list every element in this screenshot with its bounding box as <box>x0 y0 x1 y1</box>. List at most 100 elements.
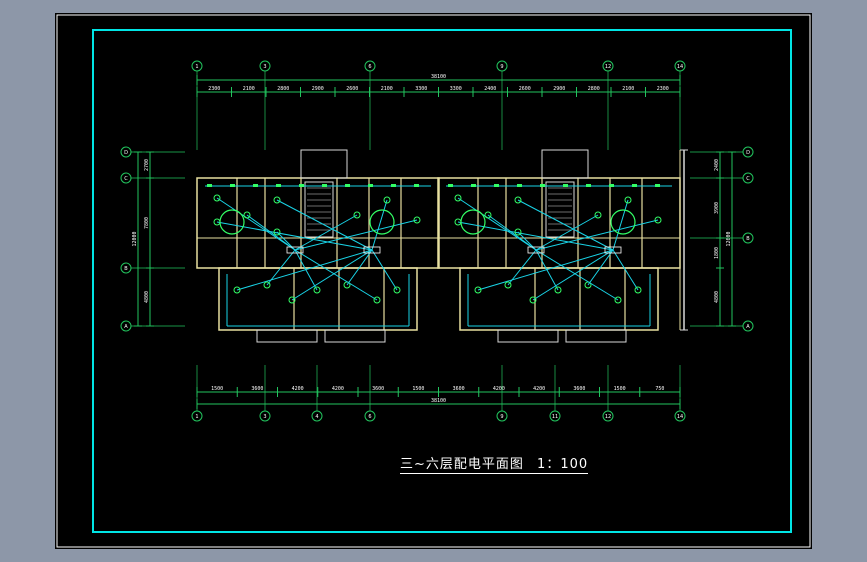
light-fixture <box>373 296 381 304</box>
right-axis-D: D <box>742 146 754 158</box>
dim-label: 1500 <box>412 386 424 392</box>
dim-label: 3600 <box>453 386 465 392</box>
axis-circle <box>191 60 203 72</box>
circuit-run <box>371 199 388 251</box>
light-fixture <box>454 194 462 202</box>
top-axis-9: 9 <box>496 60 508 72</box>
dim-label: 2900 <box>312 86 324 92</box>
circuit-run <box>612 199 629 251</box>
dim-label: 2900 <box>553 86 565 92</box>
dim-label: 2600 <box>519 86 531 92</box>
distribution-panel <box>604 246 622 254</box>
socket-mark <box>230 184 235 187</box>
axis-circle <box>120 172 132 184</box>
axis-circle <box>742 320 754 332</box>
dim-label: 3900 <box>714 202 720 214</box>
circuit-run <box>517 199 614 251</box>
dim-label: 3600 <box>573 386 585 392</box>
axis-label: B <box>124 266 128 272</box>
unit-2-stair-bay <box>541 149 589 179</box>
right-axis-A: A <box>742 320 754 332</box>
light-fixture <box>634 286 642 294</box>
circuit-run <box>346 249 373 286</box>
dim-label: 2100 <box>381 86 393 92</box>
dim-label: 4200 <box>493 386 505 392</box>
unit-1-stair <box>304 181 334 238</box>
right-axis-B: B <box>742 232 754 244</box>
axis-circle <box>742 232 754 244</box>
axis-circle <box>602 60 614 72</box>
circuit-run <box>457 197 537 251</box>
socket-mark <box>322 184 327 187</box>
dim-label: 2100 <box>622 86 634 92</box>
socket-mark <box>471 184 476 187</box>
light-fixture <box>504 281 512 289</box>
left-axis-A: A <box>120 320 132 332</box>
axis-label: 12 <box>605 414 611 420</box>
circuit-run <box>587 249 614 286</box>
circuit-run <box>612 249 639 291</box>
axis-label: 1 <box>195 414 198 420</box>
light-fixture <box>594 211 602 219</box>
circuit-run <box>294 249 318 291</box>
axis-circle <box>496 60 508 72</box>
circuit-run <box>294 249 378 301</box>
axis-circle <box>120 320 132 332</box>
unit-1-balcony-left <box>256 329 318 343</box>
ceiling-fan <box>219 209 245 235</box>
axis-circle <box>674 410 686 422</box>
wiring-layout <box>205 184 672 327</box>
top-axis-14: 14 <box>674 60 686 72</box>
unit-2-balcony-left <box>497 329 559 343</box>
circuit-run <box>294 214 358 251</box>
socket-mark <box>207 184 212 187</box>
left-dim-3: 4800 <box>144 267 154 327</box>
light-fixture <box>514 228 522 236</box>
bottom-axis-4: 4 <box>311 410 323 422</box>
socket-mark <box>632 184 637 187</box>
circuit-run <box>266 249 296 286</box>
dim-label: 750 <box>655 386 664 392</box>
light-fixture <box>353 211 361 219</box>
top-axis-1: 1 <box>191 60 203 72</box>
axis-label: D <box>746 150 750 156</box>
axis-circle <box>742 172 754 184</box>
axis-circle <box>549 410 561 422</box>
axis-label: B <box>746 236 750 242</box>
right-dim-3: 1800 <box>714 237 724 269</box>
circuit-run <box>246 214 296 251</box>
bottom-axis-3: 3 <box>259 410 271 422</box>
unit-2-stair <box>545 181 575 238</box>
top-axis-3: 3 <box>259 60 271 72</box>
bottom-overall-dim: 38100 <box>196 398 681 409</box>
axis-circle <box>674 60 686 72</box>
dim-label: 3300 <box>415 86 427 92</box>
socket-mark <box>414 184 419 187</box>
socket-mark <box>494 184 499 187</box>
dim-label: 4800 <box>714 291 720 303</box>
top-axis-6: 6 <box>364 60 376 72</box>
right-dim-1: 2400 <box>714 151 724 179</box>
circuit-run <box>535 214 599 251</box>
left-axis-C: C <box>120 172 132 184</box>
circuit-run <box>371 249 398 291</box>
unit-1-stair-bay <box>300 149 348 179</box>
circuit-run <box>477 249 614 291</box>
dim-label: 1500 <box>614 386 626 392</box>
left-dim-2: 7800 <box>144 177 154 269</box>
ceiling-fan <box>369 209 395 235</box>
drawing-frame <box>92 29 792 533</box>
socket-mark <box>586 184 591 187</box>
unit-1-upper-block <box>196 177 440 269</box>
distribution-panel <box>527 246 545 254</box>
axis-circle <box>364 60 376 72</box>
axis-label: A <box>746 324 750 330</box>
axis-label: 1 <box>195 64 198 70</box>
socket-mark <box>391 184 396 187</box>
light-fixture <box>263 281 271 289</box>
dim-label: 1500 <box>211 386 223 392</box>
axis-circle <box>259 410 271 422</box>
